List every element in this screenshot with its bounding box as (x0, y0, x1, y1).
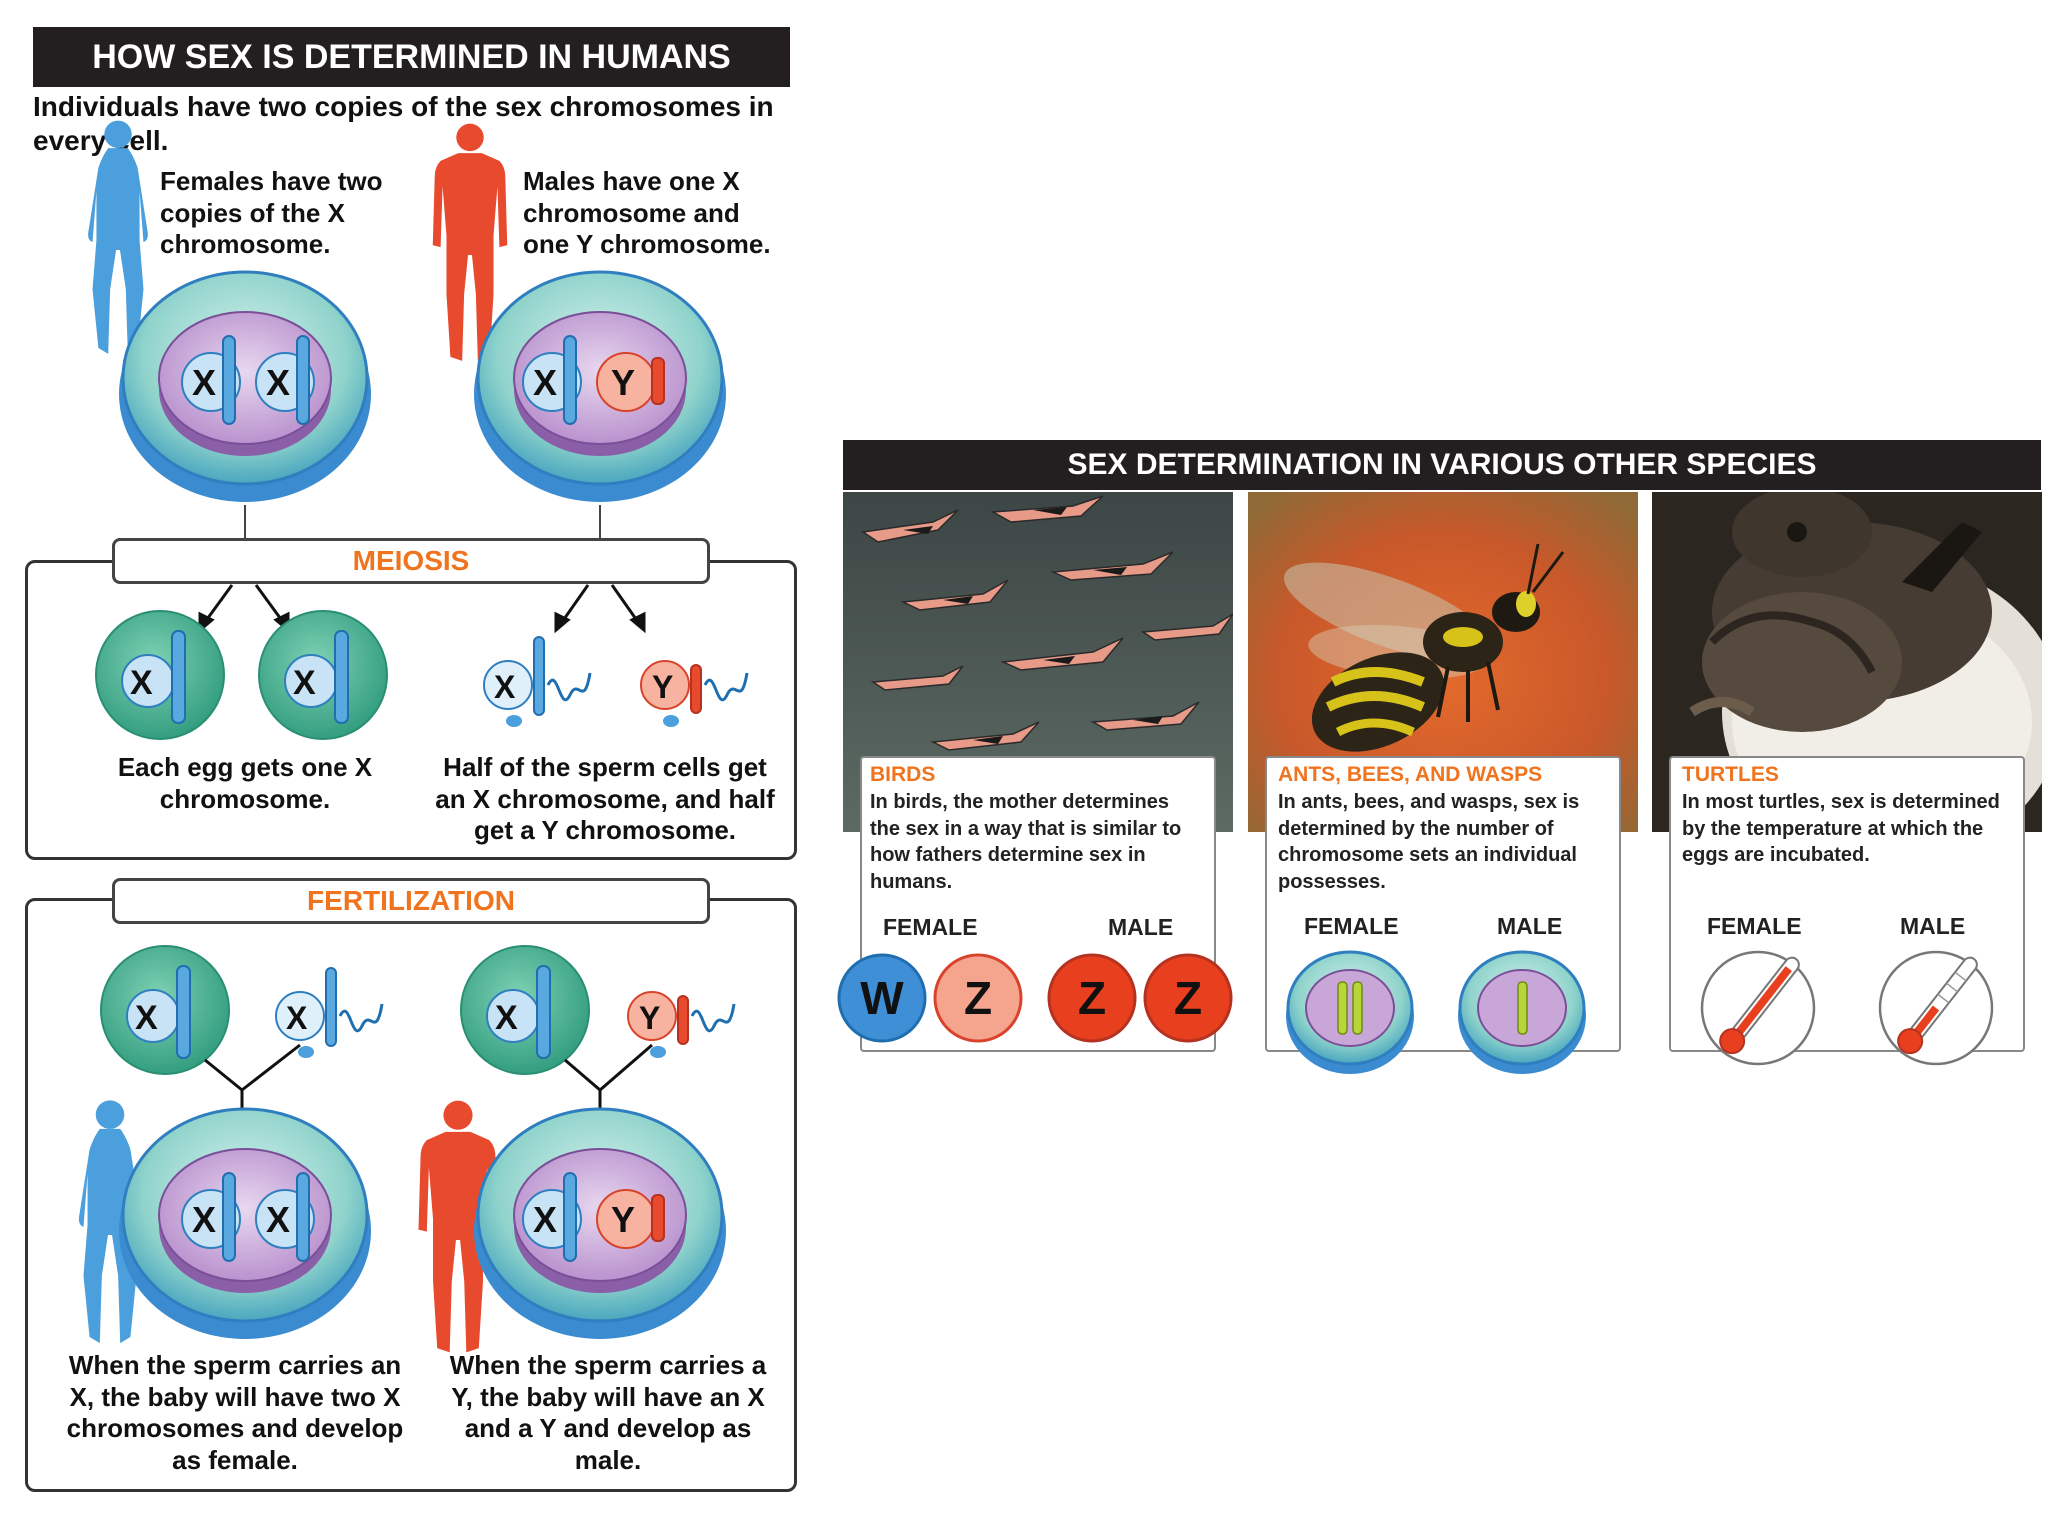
svg-text:X: X (286, 1000, 308, 1036)
egg-cell: X (95, 610, 225, 740)
svg-text:Y: Y (639, 1000, 660, 1036)
svg-text:Y: Y (652, 669, 673, 705)
svg-text:X: X (494, 669, 516, 705)
intro-text: Individuals have two copies of the sex c… (33, 91, 774, 157)
birds-title: BIRDS (870, 763, 936, 786)
fert-sperm-x: X (275, 967, 384, 1058)
bird-w-chrom: W (837, 953, 927, 1043)
female-figure-top (88, 120, 148, 354)
fertilization-label: FERTILIZATION (112, 878, 710, 924)
svg-text:X: X (533, 1199, 557, 1240)
human-diagram: X X X Y X X X (78, 120, 749, 1353)
svg-text:X: X (192, 1199, 216, 1240)
insect-male-cell (1458, 950, 1586, 1074)
svg-text:Z: Z (964, 972, 992, 1024)
chrom-x: X (533, 362, 557, 403)
birds-text: In birds, the mother determines the sex … (870, 791, 1182, 893)
bird-z-chrom-male-1: Z (1047, 953, 1137, 1043)
insects-male-label: MALE (1497, 913, 1563, 939)
chrom-x: X (266, 362, 290, 403)
fert-sperm-y: Y (627, 991, 736, 1058)
species-icons: W Z Z Z (837, 950, 1994, 1074)
insects-female-label: FEMALE (1304, 913, 1399, 939)
female-cell-bottom: X X (117, 1107, 373, 1341)
bird-z-chrom-female: Z (933, 953, 1023, 1043)
fertilization-lines (204, 1043, 653, 1108)
chrom-y: Y (611, 362, 635, 403)
svg-text:X: X (293, 664, 316, 702)
male-cell-bottom: X Y (472, 1107, 728, 1341)
svg-text:W: W (860, 972, 904, 1024)
birds-female-label: FEMALE (883, 914, 978, 940)
sperm-caption: Half of the sperm cells get an X chromos… (435, 752, 775, 846)
right-title: SEX DETERMINATION IN VARIOUS OTHER SPECI… (843, 440, 2041, 490)
thermometer-hot-icon (1700, 950, 1816, 1066)
turtles-title: TURTLES (1682, 763, 1779, 786)
female-cell-top: X X (117, 270, 373, 504)
chrom-x: X (192, 362, 216, 403)
insect-female-cell (1286, 950, 1414, 1074)
turtles-female-label: FEMALE (1707, 913, 1802, 939)
male-cell-top: X Y (472, 270, 728, 504)
sperm-x: X (483, 636, 592, 727)
svg-text:X: X (495, 999, 518, 1037)
svg-text:Z: Z (1174, 972, 1202, 1024)
svg-text:Z: Z (1078, 972, 1106, 1024)
thermometer-cool-icon (1878, 950, 1994, 1066)
female-note: Females have two copies of the X chromos… (160, 166, 383, 260)
bird-z-chrom-male-2: Z (1143, 953, 1233, 1043)
insects-text: In ants, bees, and wasps, sex is determi… (1278, 791, 1580, 893)
meiosis-label: MEIOSIS (112, 538, 710, 584)
male-result-caption: When the sperm carries a Y, the baby wil… (449, 1350, 767, 1476)
fert-egg-left: X (100, 945, 230, 1075)
sperm-y: Y (640, 660, 749, 727)
male-note: Males have one X chromosome and one Y ch… (523, 166, 771, 260)
female-result-caption: When the sperm carries an X, the baby wi… (66, 1350, 404, 1476)
svg-text:X: X (130, 664, 153, 702)
egg-cell: X (258, 610, 388, 740)
turtles-text: In most turtles, sex is determined by th… (1682, 791, 2000, 867)
meiosis-arrows (198, 584, 646, 634)
turtles-male-label: MALE (1900, 913, 1966, 939)
insects-title: ANTS, BEES, AND WASPS (1278, 763, 1543, 786)
svg-text:Y: Y (611, 1199, 635, 1240)
svg-text:X: X (135, 999, 158, 1037)
fert-egg-right: X (460, 945, 590, 1075)
egg-caption: Each egg gets one X chromosome. (117, 752, 373, 814)
birds-male-label: MALE (1108, 914, 1174, 940)
left-title: HOW SEX IS DETERMINED IN HUMANS (33, 27, 790, 87)
svg-text:X: X (266, 1199, 290, 1240)
